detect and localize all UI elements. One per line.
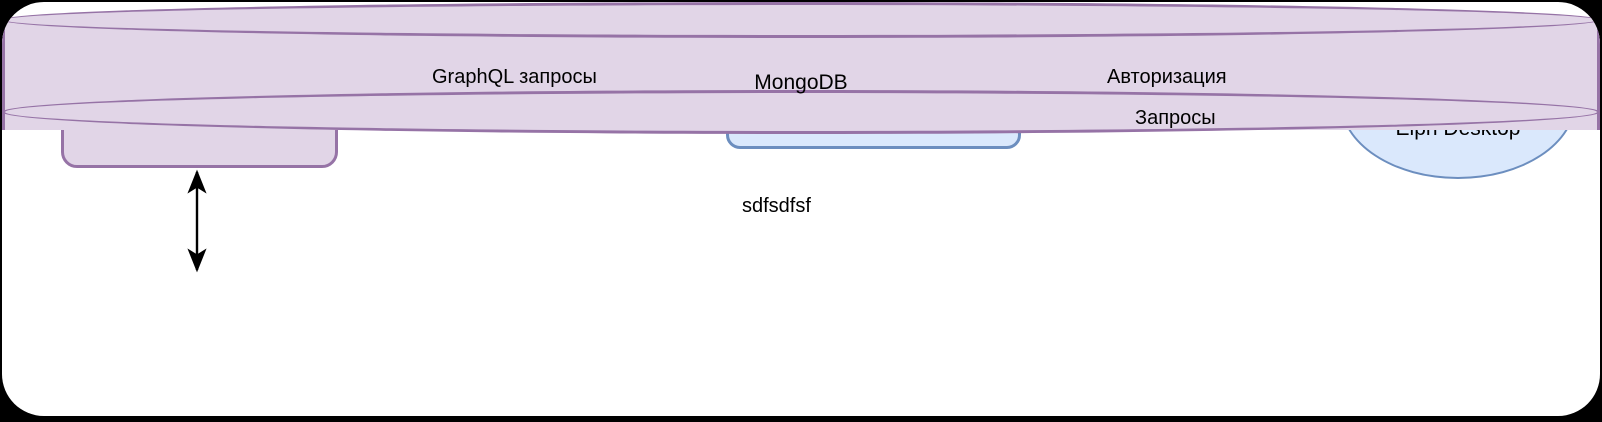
edge-label-graphql-requests: GraphQL запросы [432,66,597,88]
note-sdfsdfsf[interactable]: sdfsdfsf [742,195,811,217]
cylinder-bottom-ellipse [2,90,1600,134]
edge-label-requests: Запросы [1135,107,1216,129]
node-mongodb-label: MongoDB [754,71,848,94]
diagram-canvas[interactable]: Address Book Service App Elph Proxy Elph… [2,2,1600,416]
cylinder-top-ellipse [2,2,1600,38]
node-mongodb-database[interactable]: MongoDB [2,2,1600,148]
edge-label-authorization: Авторизация [1107,66,1227,88]
